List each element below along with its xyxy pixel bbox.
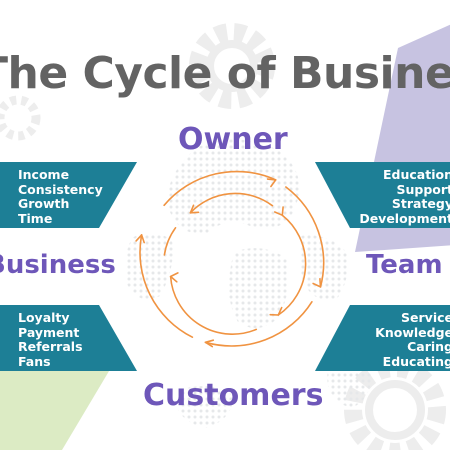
cycle-arrows-icon: [135, 170, 325, 348]
infographic-title: The Cycle of Business: [0, 48, 450, 99]
band-top-right: [315, 162, 450, 228]
band-item: Development: [359, 210, 450, 226]
band-item: Education: [383, 167, 450, 182]
band-item: Growth: [18, 196, 70, 211]
band-top-left: [0, 162, 137, 228]
cycle-node-owner: Owner: [178, 122, 288, 157]
band-item: Educating: [382, 353, 450, 369]
band-item: Referrals: [18, 339, 83, 354]
band-item: Support: [396, 181, 450, 197]
band-bottom-right: [315, 305, 450, 371]
band-bottom-left: [0, 305, 137, 371]
green-accent-shape: [0, 356, 118, 450]
cycle-node-team: Team: [366, 250, 443, 280]
band-item: Income: [18, 167, 70, 182]
cycle-node-business: Business: [0, 250, 116, 280]
gear-icon: [344, 359, 446, 450]
band-item: Knowledge: [375, 324, 450, 340]
band-item: Service: [401, 310, 450, 325]
band-list-top-left: Income Consistency Growth Time: [18, 167, 103, 226]
band-list-bottom-left: Loyalty Payment Referrals Fans: [18, 310, 83, 369]
band-item: Strategy: [391, 196, 450, 211]
band-item: Loyalty: [18, 310, 70, 325]
gear-icon: [0, 95, 41, 141]
band-list-top-right: Education Support Strategy Development: [359, 167, 450, 226]
band-item: Time: [18, 210, 53, 226]
gear-icon: [189, 23, 275, 109]
band-item: Fans: [18, 353, 51, 369]
band-list-bottom-right: Service Knowledge Caring Educating: [375, 310, 450, 369]
band-item: Caring: [407, 339, 450, 354]
band-item: Consistency: [18, 181, 103, 197]
cycle-node-customers: Customers: [143, 378, 324, 413]
band-item: Payment: [18, 324, 80, 340]
